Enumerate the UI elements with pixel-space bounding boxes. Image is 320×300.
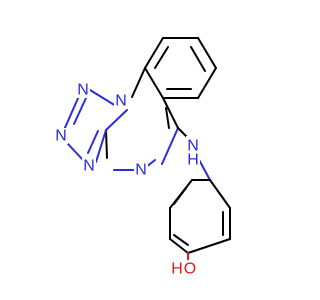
atom-n1: N <box>114 93 128 110</box>
atom-n3: N <box>54 128 68 145</box>
bond <box>162 97 179 129</box>
atom-n2: N <box>76 82 90 99</box>
atom-n5: N <box>134 162 148 179</box>
bond <box>73 97 87 125</box>
tetrazole-ring <box>63 89 117 163</box>
bond <box>105 129 108 159</box>
bond <box>67 143 84 161</box>
atom-n3-symbol: N <box>55 128 67 145</box>
bond <box>197 37 217 69</box>
molecule-structure: N N N N N N H H O <box>54 37 231 278</box>
atom-oh-hydrogen: H <box>171 261 183 278</box>
bond <box>89 89 117 107</box>
bond <box>63 95 80 131</box>
atom-n4-symbol: N <box>83 158 95 175</box>
atom-labels: N N N N N N H H O <box>54 82 200 278</box>
bond <box>165 107 170 129</box>
bond <box>173 234 189 246</box>
bond <box>105 109 128 131</box>
bond <box>187 238 231 254</box>
bond <box>154 46 169 69</box>
benzo-ring <box>144 37 217 99</box>
bond <box>144 67 164 99</box>
atom-oh: H O <box>170 260 198 278</box>
atom-n1-symbol: N <box>115 93 127 110</box>
phenol-ring <box>169 179 231 263</box>
bond <box>95 129 107 163</box>
atom-nh: N H <box>186 136 200 169</box>
bond <box>209 179 231 209</box>
atom-nh-hydrogen: H <box>187 152 199 169</box>
atom-nh-symbol: N <box>187 138 199 155</box>
atom-n4: N <box>82 158 96 175</box>
atom-n5-symbol: N <box>135 162 147 179</box>
bond <box>144 37 164 69</box>
bond <box>87 130 99 154</box>
bond <box>197 67 217 99</box>
bond <box>173 187 187 205</box>
pyrimidine-ring <box>105 67 179 171</box>
atom-n2-symbol: N <box>77 82 89 99</box>
bond <box>161 127 179 165</box>
bond <box>190 46 206 72</box>
atom-oh-oxygen: O <box>184 261 196 278</box>
bond <box>169 238 189 254</box>
bond <box>131 67 146 98</box>
